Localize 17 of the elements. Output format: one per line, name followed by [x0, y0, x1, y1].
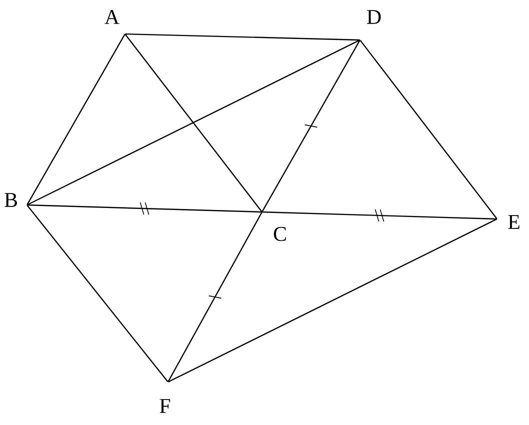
line-segment: [26, 204, 168, 382]
vertex-label: D: [367, 10, 381, 24]
line-segment: [168, 218, 498, 382]
line-segment: [125, 33, 360, 41]
line-segment: [124, 34, 262, 212]
line-segment: [27, 204, 262, 213]
line-segment: [262, 211, 497, 220]
vertex-label: A: [104, 10, 120, 24]
line-segment: [26, 34, 126, 206]
line-segment: [262, 40, 360, 212]
line-segment: [360, 40, 498, 220]
vertex-label: E: [508, 215, 520, 229]
vertex-label: C: [274, 226, 286, 242]
vertex-label: B: [4, 193, 17, 207]
line-segment: [168, 212, 262, 382]
vertex-label: F: [160, 399, 170, 413]
line-segment: [26, 40, 360, 206]
